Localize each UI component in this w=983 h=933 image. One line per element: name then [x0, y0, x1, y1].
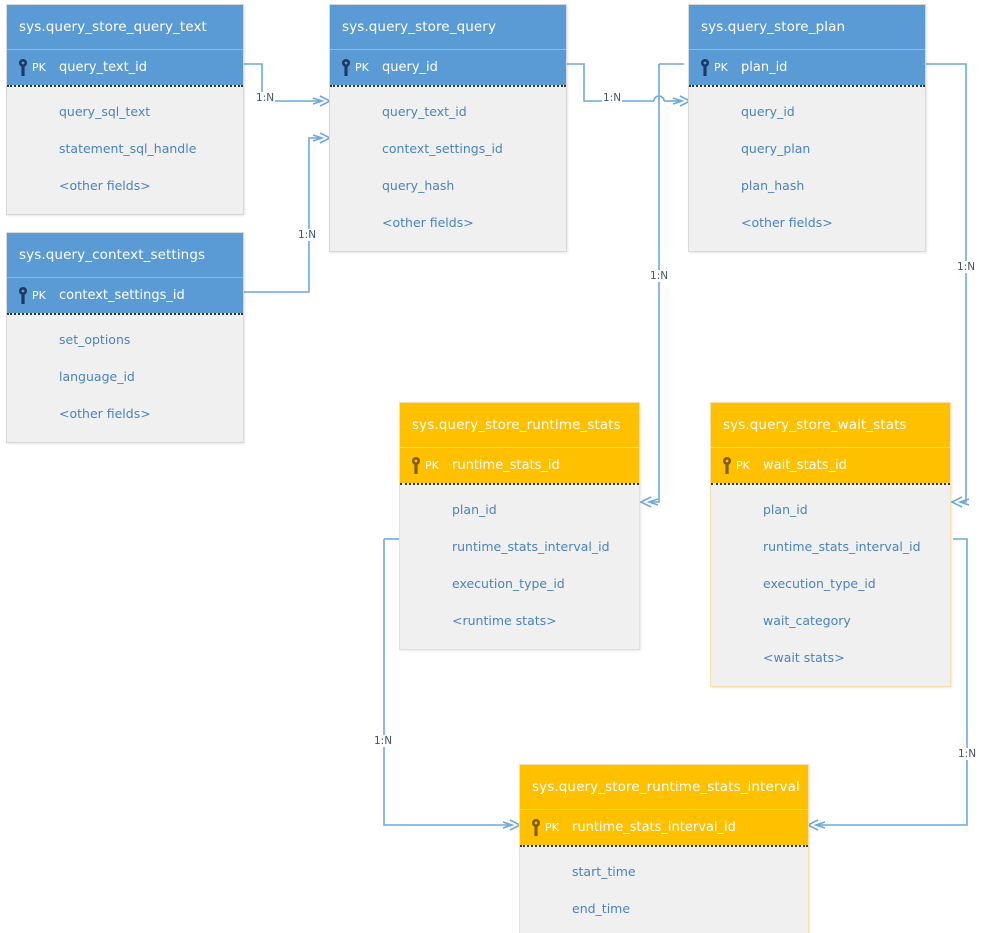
entity-title: sys.query_store_runtime_stats_interval	[520, 765, 808, 809]
relationship-label-context-settings-query: 1:N	[297, 229, 318, 241]
entity-fields: plan_id runtime_stats_interval_id execut…	[400, 485, 639, 649]
field-row: <wait stats>	[763, 650, 845, 665]
entity-primary-key-row[interactable]: PK context_settings_id	[7, 277, 243, 313]
connector-plan-to-runtime-stats	[640, 63, 684, 508]
relationship-label-plan-wait-stats: 1:N	[956, 261, 977, 273]
pk-label: PK	[32, 61, 46, 74]
entity-fields: query_id query_plan plan_hash <other fie…	[689, 87, 925, 251]
pk-label: PK	[355, 61, 369, 74]
field-row: query_plan	[741, 141, 811, 156]
header-divider	[330, 85, 566, 87]
header-divider	[520, 845, 808, 847]
field-row: query_sql_text	[59, 104, 151, 119]
relationship-label-interval-wait-stats: 1:N	[957, 748, 978, 760]
key-icon	[701, 59, 709, 76]
field-row: execution_type_id	[763, 576, 876, 591]
field-row: statement_sql_handle	[59, 141, 197, 156]
entity-primary-key-row[interactable]: PK wait_stats_id	[711, 447, 950, 483]
pk-label: PK	[32, 289, 46, 302]
header-divider	[400, 483, 639, 485]
entity-primary-key-row[interactable]: PK runtime_stats_interval_id	[520, 809, 808, 845]
pk-field-name: query_id	[382, 60, 438, 75]
field-row: start_time	[572, 864, 636, 879]
header-divider	[7, 85, 243, 87]
field-row: set_options	[59, 332, 131, 347]
pk-field-name: runtime_stats_interval_id	[572, 820, 736, 835]
pk-label: PK	[736, 459, 750, 472]
field-row: <other fields>	[59, 406, 151, 421]
field-row: plan_id	[452, 502, 497, 517]
entity-primary-key-row[interactable]: PK runtime_stats_id	[400, 447, 639, 483]
relationship-label-interval-runtime-stats: 1:N	[373, 735, 394, 747]
field-row: execution_type_id	[452, 576, 565, 591]
entity-title: sys.query_store_wait_stats	[711, 403, 950, 447]
key-icon	[342, 59, 350, 76]
entity-query-store-query[interactable]: sys.query_store_query PK query_id query_…	[329, 4, 567, 252]
field-row: language_id	[59, 369, 135, 384]
entity-query-store-plan[interactable]: sys.query_store_plan PK plan_id query_id…	[688, 4, 926, 252]
entity-fields: start_time end_time	[520, 847, 808, 933]
entity-primary-key-row[interactable]: PK plan_id	[689, 49, 925, 85]
entity-query-store-runtime-stats[interactable]: sys.query_store_runtime_stats PK runtime…	[399, 402, 640, 650]
field-row: <runtime stats>	[452, 613, 557, 628]
key-icon	[19, 59, 27, 76]
entity-title: sys.query_store_plan	[689, 5, 925, 49]
header-divider	[689, 85, 925, 87]
connector-query-to-plan	[567, 63, 691, 107]
key-icon	[19, 287, 27, 304]
field-row: <other fields>	[59, 178, 151, 193]
field-row: query_text_id	[382, 104, 467, 119]
entity-fields: query_text_id context_settings_id query_…	[330, 87, 566, 251]
header-divider	[711, 483, 950, 485]
pk-label: PK	[545, 821, 559, 834]
field-row: runtime_stats_interval_id	[763, 539, 921, 554]
pk-label: PK	[425, 459, 439, 472]
relationship-label-query-plan: 1:N	[602, 92, 623, 104]
header-divider	[7, 313, 243, 315]
field-row: end_time	[572, 901, 631, 916]
pk-field-name: plan_id	[741, 60, 788, 75]
field-row: runtime_stats_interval_id	[452, 539, 610, 554]
entity-title: sys.query_store_query_text	[7, 5, 243, 49]
field-row: <other fields>	[741, 215, 833, 230]
entity-title: sys.query_store_runtime_stats	[400, 403, 639, 447]
entity-fields: query_sql_text statement_sql_handle <oth…	[7, 87, 243, 214]
pk-field-name: context_settings_id	[59, 288, 185, 303]
pk-field-name: query_text_id	[59, 60, 148, 75]
field-row: <other fields>	[382, 215, 474, 230]
field-row: plan_hash	[741, 178, 805, 193]
entity-primary-key-row[interactable]: PK query_id	[330, 49, 566, 85]
pk-label: PK	[714, 61, 728, 74]
entity-query-context-settings[interactable]: sys.query_context_settings PK context_se…	[6, 232, 244, 443]
key-icon	[532, 819, 540, 836]
pk-field-name: runtime_stats_id	[452, 458, 560, 473]
entity-query-store-wait-stats[interactable]: sys.query_store_wait_stats PK wait_stats…	[710, 402, 951, 687]
entity-query-store-runtime-stats-interval[interactable]: sys.query_store_runtime_stats_interval P…	[519, 764, 809, 933]
entity-title: sys.query_context_settings	[7, 233, 243, 277]
pk-field-name: wait_stats_id	[763, 458, 847, 473]
entity-primary-key-row[interactable]: PK query_text_id	[7, 49, 243, 85]
entity-title: sys.query_store_query	[330, 5, 566, 49]
field-row: context_settings_id	[382, 141, 503, 156]
field-row: query_hash	[382, 178, 455, 193]
field-row: wait_category	[763, 613, 851, 628]
entity-fields: plan_id runtime_stats_interval_id execut…	[711, 485, 950, 686]
relationship-label-query-text-query: 1:N	[255, 92, 276, 104]
connector-context-settings-to-query	[244, 132, 331, 293]
field-row: query_id	[741, 104, 795, 119]
entity-query-store-query-text[interactable]: sys.query_store_query_text PK query_text…	[6, 4, 244, 215]
field-row: plan_id	[763, 502, 808, 517]
key-icon	[723, 457, 731, 474]
relationship-label-plan-runtime-stats: 1:N	[649, 270, 670, 282]
entity-fields: set_options language_id <other fields>	[7, 315, 243, 442]
key-icon	[412, 457, 420, 474]
